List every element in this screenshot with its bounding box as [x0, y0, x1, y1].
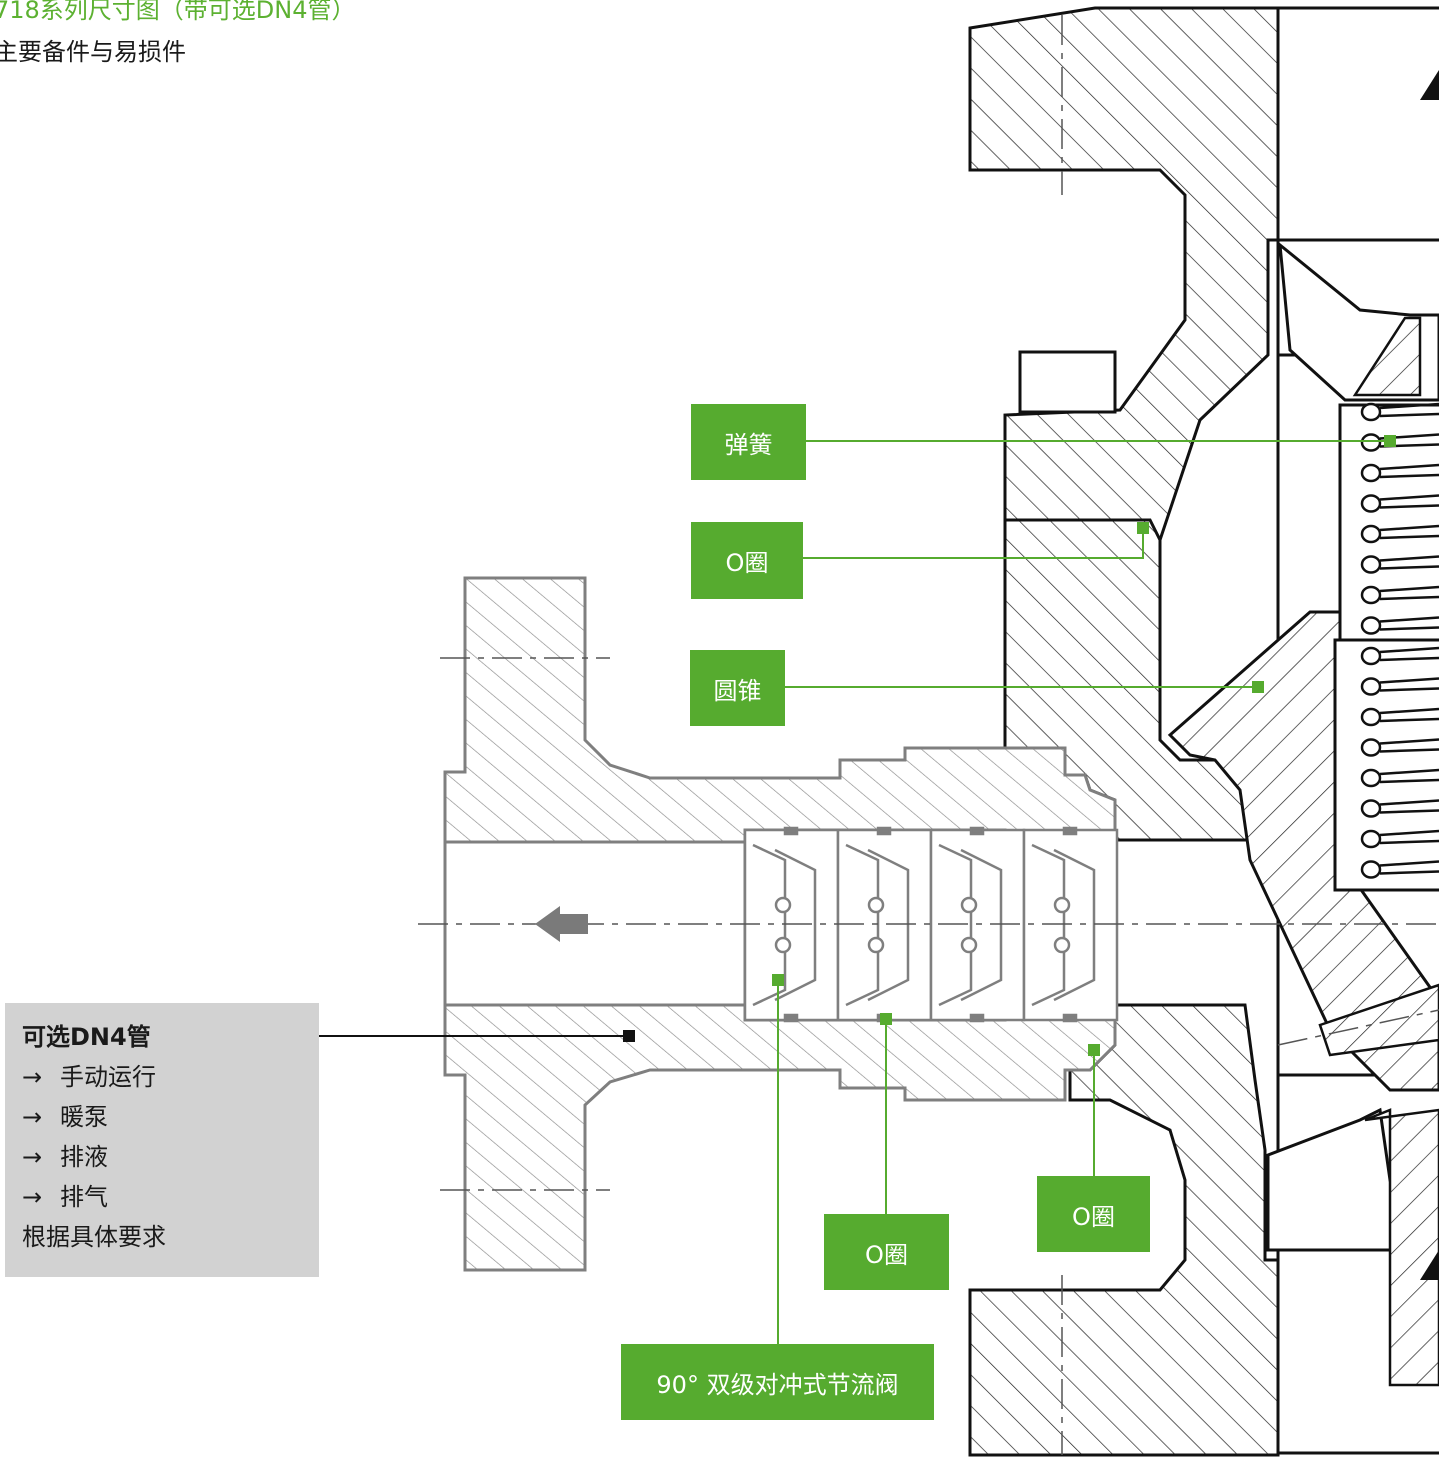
- info-item: →手动运行: [22, 1057, 319, 1097]
- right-arrow-icon: →: [22, 1063, 43, 1091]
- spring-coil: [1360, 768, 1439, 788]
- lever-arm: [1318, 983, 1439, 1057]
- spring-coil: [1360, 524, 1439, 544]
- right-arrow-icon: →: [22, 1183, 43, 1211]
- left-arrow-icon: [535, 906, 588, 942]
- info-item: →暖泵: [22, 1097, 319, 1137]
- flow-arrow-up-bottom: [1420, 1250, 1439, 1280]
- label-oring-right: O圈: [1037, 1176, 1150, 1252]
- info-leader-marker: [623, 1030, 635, 1042]
- right-arrow-icon: →: [22, 1143, 43, 1171]
- leader-markers: [772, 435, 1396, 1056]
- page-title: 718系列尺寸图（带可选DN4管）: [0, 0, 356, 24]
- flow-arrow-up-top: [1420, 70, 1439, 100]
- throttle-stage: [743, 826, 840, 1023]
- label-oring-mid: O圈: [824, 1214, 949, 1290]
- spring-coil: [1360, 402, 1439, 422]
- label-oring-top: O圈: [691, 522, 803, 599]
- spring-coil: [1360, 463, 1439, 483]
- spring-coil: [1360, 494, 1439, 513]
- spring-coil: [1360, 860, 1439, 879]
- info-footer: 根据具体要求: [22, 1223, 166, 1251]
- spring-coil: [1360, 585, 1439, 605]
- info-item: →排液: [22, 1137, 319, 1177]
- leader-lines: [777, 440, 1390, 1345]
- spring-coil: [1360, 829, 1439, 849]
- dn4-info-box: 可选DN4管 →手动运行 →暖泵 →排液 →排气 根据具体要求: [5, 1003, 319, 1277]
- spring-coil: [1360, 738, 1439, 757]
- label-spring: 弹簧: [691, 404, 806, 480]
- spring-coil: [1360, 677, 1439, 696]
- right-arrow-icon: →: [22, 1103, 43, 1131]
- spring-coil: [1360, 707, 1439, 727]
- valve-body: [968, 6, 1280, 1457]
- info-item: →排气: [22, 1177, 319, 1217]
- label-cone: 圆锥: [690, 650, 785, 726]
- top-bolt: [1018, 350, 1117, 414]
- throttle-stages: [743, 826, 1119, 1023]
- info-title: 可选DN4管: [22, 1023, 151, 1051]
- throttle-stage: [1022, 826, 1119, 1023]
- label-throttle-valve: 90° 双级对冲式节流阀: [621, 1344, 934, 1420]
- page-subtitle: 主要备件与易损件: [0, 38, 186, 66]
- spring-coil: [1360, 646, 1439, 666]
- spring-coil: [1360, 799, 1439, 818]
- spring-coil: [1360, 555, 1439, 574]
- spring-coil: [1360, 616, 1439, 635]
- center-lines: [418, 15, 1439, 1455]
